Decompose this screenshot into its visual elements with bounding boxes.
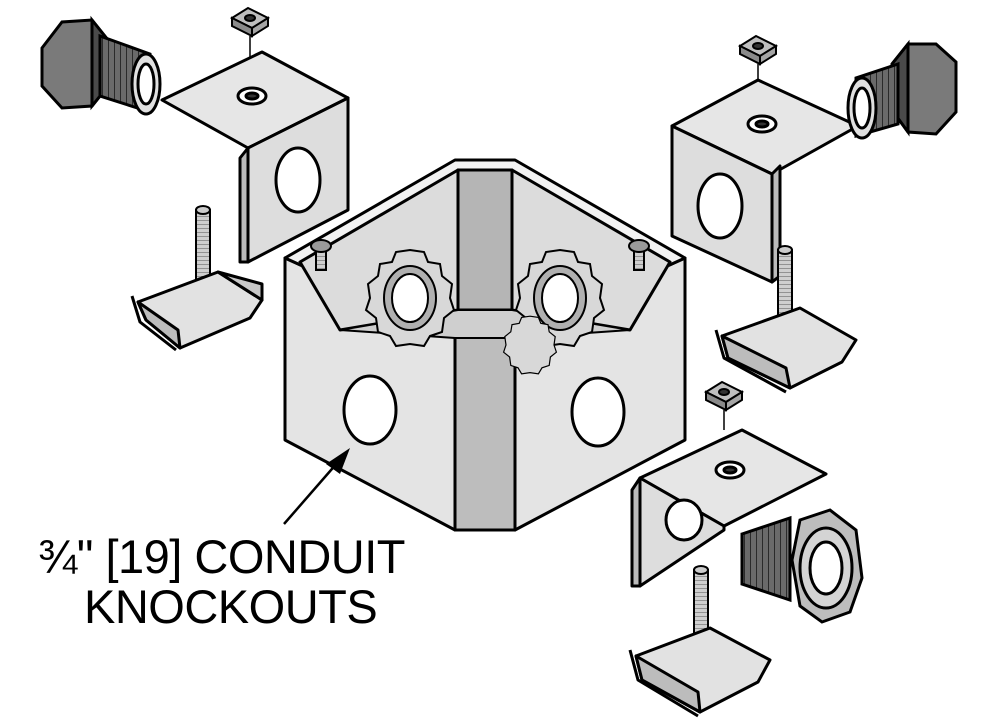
square-nut-icon [229,6,271,60]
conduit-fitting-icon [846,39,958,140]
knockouts-callout-label: ¾" [19] CONDUIT KNOCKOUTS [38,532,458,632]
angle-bracket-icon [630,428,828,588]
channel-clip-icon [628,626,772,718]
knockout-left [342,374,398,446]
channel-clip-icon [714,306,858,394]
callout-line-1: ¾" [19] CONDUIT [38,530,406,583]
callout-line-2: KNOCKOUTS [84,580,378,633]
square-nut-icon [737,34,779,86]
box-screw-left [310,239,332,271]
box-front-corner [453,333,517,532]
angle-bracket-icon [670,78,860,284]
locknut-icon [364,248,606,375]
channel-clip-icon [130,270,264,352]
conduit-fitting-icon [740,508,864,624]
box-screw-right [628,239,650,271]
knockout-right [570,376,626,448]
box-inner-back-corner [456,168,514,312]
callout-arrow [283,448,350,525]
angle-bracket-icon [160,50,350,264]
square-nut-icon [703,380,745,430]
conduit-fitting-icon [40,15,162,116]
arrowhead-icon [326,448,350,474]
junction-box [283,158,687,532]
